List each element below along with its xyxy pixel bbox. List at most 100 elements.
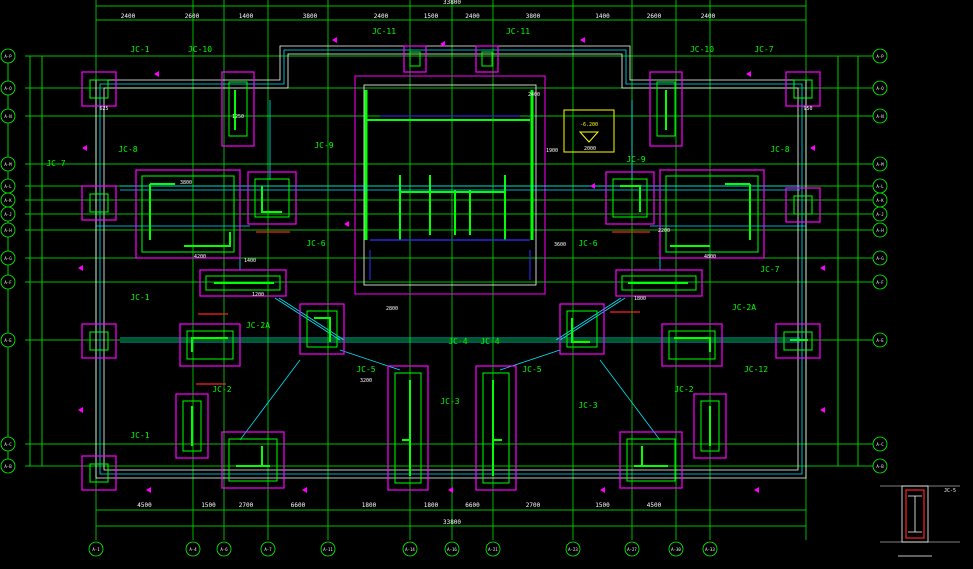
section-marker [82,145,87,151]
axis-bubble-right: A-F [872,274,888,290]
axis-bubble-right-label: A-N [876,114,884,119]
axis-bubble-bottom: A-30 [668,541,684,557]
misc-dim-label: 2800 [386,306,398,312]
core-walls [354,75,546,295]
foundation-tag: JC-7 [754,45,773,54]
top-dim-label: 3800 [303,13,318,20]
bottom-dim-label: 2700 [239,502,254,509]
axis-bubble-bottom: A-7 [260,541,276,557]
top-dim-label: 1400 [239,13,254,20]
axis-bubble-left-label: A-K [4,198,12,203]
section-marker [332,37,337,43]
misc-dim-label: 625 [99,106,108,112]
axis-bubble-right-label: A-B [876,464,884,469]
axis-bubble-left-label: A-F [4,280,12,285]
foundation-tag: JC-8 [770,145,789,154]
section-marker [820,265,825,271]
axis-bubble-bottom-label: A-30 [671,547,681,552]
bottom-dim-label: 6600 [291,502,306,509]
detail-elevation: -6.200 [580,122,598,128]
axis-bubble-bottom: A-16 [444,541,460,557]
axis-bubble-right: A-C [872,436,888,452]
foundation-jc1-mid-left [81,323,117,359]
foundation-jc4-right [475,365,517,491]
foundation-tag: JC-11 [506,27,530,36]
axis-bubble-right: A-G [872,250,888,266]
axis-bubble-left: A-G [0,250,16,266]
axis-bubble-left: A-F [0,274,16,290]
top-total-label: 33800 [443,0,461,6]
foundation-tag: JC-2A [246,321,270,330]
axis-bubble-left: A-H [0,222,16,238]
top-dim-label: 2600 [185,13,200,20]
axis-bubble-right: A-H [872,222,888,238]
bottom-dim-label: 6600 [465,502,480,509]
foundation-tag: JC-9 [314,141,333,150]
axis-bubble-left: A-E [0,332,16,348]
foundation-tag: JC-6 [578,239,597,248]
axis-bubble-bottom-label: A-14 [405,547,415,552]
bottom-dim-label: 1500 [595,502,610,509]
section-marker [746,71,751,77]
axis-bubble-left-label: A-H [4,228,12,233]
axis-bubble-bottom-label: A-21 [488,547,498,552]
section-marker [78,265,83,271]
foundation-jc7-left [81,185,117,221]
foundation-jc3-right [619,431,683,489]
misc-dim-label: 950 [803,106,812,112]
foundation-tag: JC-11 [372,27,396,36]
foundation-jc9-right [605,171,655,225]
misc-dim-label: 1250 [232,114,244,120]
foundation-jc4-left [387,365,429,491]
axis-bubble-left-label: A-M [4,162,12,167]
bottom-total-label: 33800 [443,519,461,526]
axis-bubble-right-label: A-J [876,212,883,217]
axis-bubble-bottom: A-6 [216,541,232,557]
foundation-tag: JC-12 [744,365,768,374]
section-marker [302,487,307,493]
axis-bubble-right: A-P [872,48,888,64]
foundation-tag: JC-10 [690,45,714,54]
bottom-dim-label: 4500 [647,502,662,509]
axis-bubble-right: A-O [872,80,888,96]
misc-dim-label: 3600 [554,242,566,248]
axis-bubble-left: A-K [0,192,16,208]
foundation-jc2a-right [661,323,723,367]
misc-dim-label: 1200 [252,292,264,298]
top-dim-label: 1500 [424,13,439,20]
misc-dim-label: 3800 [180,180,192,186]
misc-dim-label: 1400 [244,258,256,264]
axis-bubble-bottom-label: A-1 [92,547,100,552]
axis-bubble-right: A-B [872,458,888,474]
misc-dim-label: 1800 [634,296,646,302]
axis-bubble-bottom: A-11 [320,541,336,557]
axis-bubble-left-label: A-C [4,442,12,447]
foundation-jc6-right [615,269,703,297]
foundation-tag: JC-5 [356,365,375,374]
foundation-jc2a-left [179,323,241,367]
detail-box [563,109,615,153]
axis-bubble-left: A-C [0,436,16,452]
axis-bubble-right-label: A-P [876,54,884,59]
axis-bubble-right-label: A-H [876,228,884,233]
section-marker [590,183,595,189]
axis-bubble-right-label: A-C [876,442,884,447]
axis-bubble-left-label: A-L [4,184,12,189]
top-dim-label: 1400 [595,13,610,20]
foundation-jc12-right [775,323,821,359]
misc-dim-label: 4800 [704,254,716,260]
foundation-tag: JC-2A [732,303,756,312]
bottom-dim-label: 2700 [526,502,541,509]
foundation-jc1-top-right [785,71,821,107]
section-marker [580,37,585,43]
axis-bubble-bottom-label: A-6 [220,547,228,552]
foundation-tag: JC-9 [626,155,645,164]
section-marker [344,221,349,227]
section-marker [146,487,151,493]
section-marker [154,71,159,77]
axis-bubble-right-label: A-K [876,198,884,203]
foundation-jc3-left [221,431,285,489]
